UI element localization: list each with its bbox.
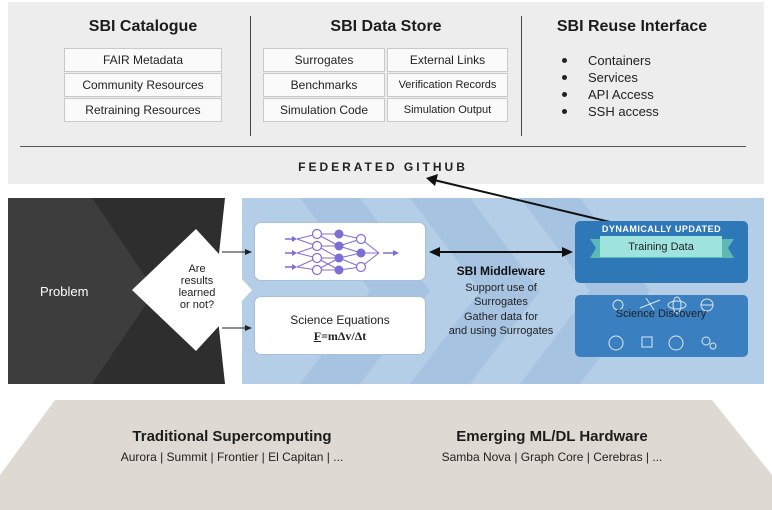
science-equations-box: Science Equations F=mΔv/Δt (254, 296, 426, 355)
traditional-supercomputing-title: Traditional Supercomputing (132, 428, 332, 445)
science-equations-title: Science Equations (290, 313, 390, 327)
emerging-hardware-title: Emerging ML/DL Hardware (456, 428, 648, 445)
catalogue-title: SBI Catalogue (88, 18, 198, 35)
neural-network-icon (285, 228, 399, 276)
reuse-item: Containers (562, 52, 659, 69)
middleware-line: Gather data for (464, 311, 538, 323)
hardware-trapezoid (0, 400, 772, 510)
equation-formula: F=mΔv/Δt (313, 329, 367, 343)
data-store-item: Surrogates (263, 48, 385, 72)
bullet-icon (562, 92, 567, 98)
problem-label: Problem (40, 284, 89, 299)
bullet-icon (562, 75, 567, 81)
reuse-list: Containers Services API Access SSH acces… (562, 52, 659, 120)
emerging-hardware-list: Samba Nova | Graph Core | Cerebras | ... (441, 450, 663, 464)
catalogue-item: Retraining Resources (64, 98, 222, 122)
middleware-line: and using Surrogates (448, 325, 554, 337)
column-divider (250, 16, 251, 136)
data-store-item: Benchmarks (263, 73, 385, 97)
data-store-title: SBI Data Store (330, 18, 442, 35)
bullet-icon (562, 109, 567, 115)
data-store-item: Simulation Code (263, 98, 385, 122)
federated-github-label: FEDERATED GITHUB (298, 160, 468, 174)
reuse-item: API Access (562, 86, 659, 103)
middleware-line: Surrogates (474, 296, 528, 308)
data-store-item: External Links (387, 48, 508, 72)
reuse-title: SBI Reuse Interface (556, 18, 708, 35)
catalogue-item: FAIR Metadata (64, 48, 222, 72)
reuse-item: Services (562, 69, 659, 86)
catalogue-item: Community Resources (64, 73, 222, 97)
science-discovery-label: Science Discovery (615, 308, 707, 320)
neural-network-box (254, 222, 426, 281)
dynamically-updated-label: DYNAMICALLY UPDATED (601, 224, 722, 234)
data-store-item: Simulation Output (387, 98, 508, 122)
middleware-title: SBI Middleware (456, 264, 546, 278)
horizontal-divider (20, 146, 746, 147)
middleware-line: Support use of (465, 282, 537, 294)
data-store-item: Verification Records (387, 73, 508, 97)
decision-text: Are results learned or not? (178, 263, 216, 311)
problem-arrow (8, 198, 155, 384)
training-data-label: Training Data (628, 241, 694, 253)
traditional-supercomputing-list: Aurora | Summit | Frontier | El Capitan … (120, 450, 344, 464)
chevron-stripe (410, 198, 540, 384)
bullet-icon (562, 58, 567, 64)
decision-diamond (132, 229, 252, 351)
reuse-item: SSH access (562, 103, 659, 120)
column-divider (521, 16, 522, 136)
science-discovery-panel (575, 295, 748, 357)
